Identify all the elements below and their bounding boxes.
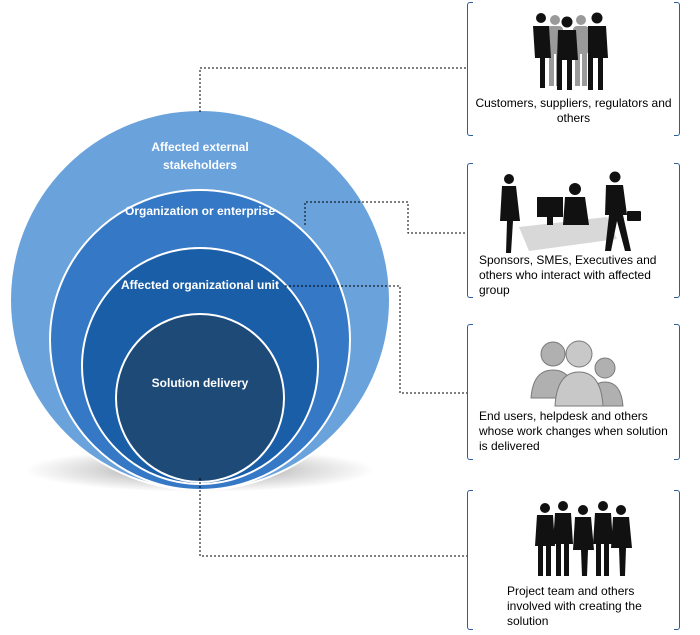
bracket-left [467,163,473,298]
card-caption: Project team and others involved with cr… [507,584,642,628]
connector-unit [285,285,468,394]
connector-core [199,478,468,557]
ring-core [115,313,285,483]
user-group-icon [467,330,680,415]
ring-label-enterprise: Organization or enterprise [124,204,276,218]
business-people-silhouettes-icon [467,8,680,97]
ring-label-external: Affected external stakeholders [151,140,249,172]
bracket-left [467,2,473,136]
card-caption: End users, helpdesk and others whose wor… [479,409,668,453]
bracket-right [674,324,680,460]
connector-enterprise [304,201,468,234]
card-caption: Customers, suppliers, regulators and oth… [475,96,672,125]
bracket-left [467,324,473,460]
card-core: Project team and others involved with cr… [467,490,680,630]
bracket-right [674,163,680,298]
card-caption: Sponsors, SMEs, Executives and others wh… [479,253,657,297]
project-team-silhouettes-icon [467,496,680,583]
card-enterprise: Sponsors, SMEs, Executives and others wh… [467,163,680,298]
bracket-right [674,490,680,630]
card-unit: End users, helpdesk and others whose wor… [467,324,680,460]
ring-label-core: Solution delivery [151,376,249,390]
ring-label-unit: Affected organizational unit [120,278,279,292]
bracket-left [467,490,473,630]
office-meeting-silhouettes-icon [467,169,680,260]
card-external: Customers, suppliers, regulators and oth… [467,2,680,136]
connector-external [199,67,468,112]
bracket-right [674,2,680,136]
